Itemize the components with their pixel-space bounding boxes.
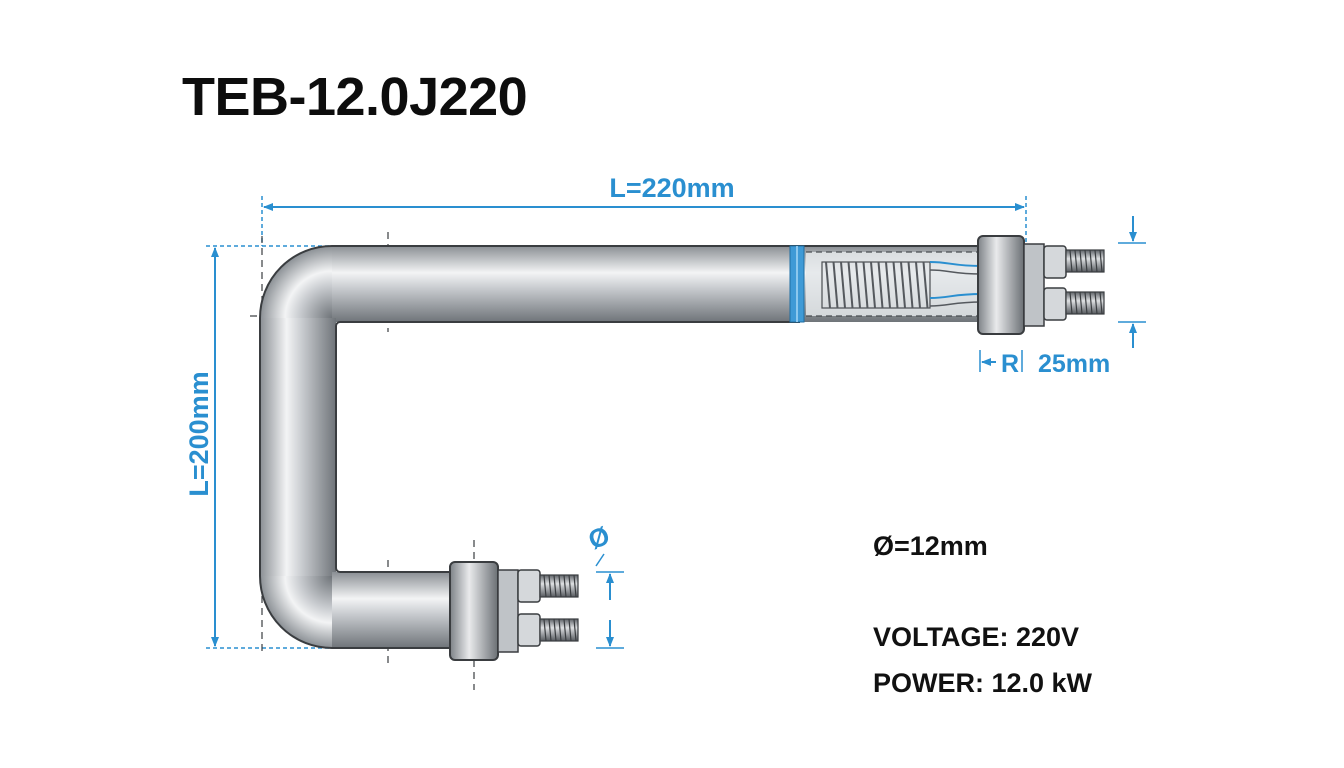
dimension-horizontal-length: L=220mm [261, 173, 1027, 246]
coil-turn [877, 261, 884, 309]
coil-turn [885, 261, 891, 309]
diameter-symbol-label: Ø [584, 520, 613, 555]
thread-ridge [1089, 249, 1093, 273]
page-title: TEB-12.0J220 [182, 67, 528, 127]
length-horizontal-label: L=220mm [609, 173, 734, 203]
resistance-coil-icon [789, 245, 983, 323]
thread-ridge [1079, 249, 1083, 273]
coil-turn [832, 261, 839, 309]
thread-ridge [1084, 249, 1088, 273]
dimension-radius: R 25mm [979, 350, 1110, 378]
thread-ridge [543, 574, 547, 598]
thread-ridge [558, 618, 562, 642]
mounting-flange-icon [977, 235, 1045, 335]
coil-turn [892, 261, 899, 309]
thread-ridge [1089, 291, 1093, 315]
thread-ridge [553, 574, 557, 598]
mounting-flange-icon [449, 561, 519, 661]
radius-value-label: 25mm [1038, 350, 1110, 378]
length-vertical-label: L=200mm [184, 371, 214, 496]
thread-ridge [1099, 291, 1103, 315]
thread-ridge [1079, 291, 1083, 315]
spec-power: POWER: 12.0 kW [873, 668, 1093, 698]
spec-voltage: VOLTAGE: 220V [873, 622, 1080, 652]
thread-ridge [1094, 291, 1098, 315]
thread-ridge [568, 574, 572, 598]
coil-turn [870, 261, 876, 309]
dimension-vertical-length: L=200mm [184, 245, 330, 649]
dimension-diameter: Ø [584, 520, 624, 649]
thread-ridge [543, 618, 547, 642]
threaded-terminal-icon [517, 569, 579, 647]
thread-ridge [563, 574, 567, 598]
thread-ridge [1069, 249, 1073, 273]
coil-turn [847, 261, 854, 309]
spec-diameter: Ø=12mm [873, 531, 988, 561]
coil-turn [907, 261, 914, 309]
thread-ridge [548, 574, 552, 598]
thread-ridge [558, 574, 562, 598]
thread-ridge [1069, 291, 1073, 315]
coil-turn [922, 261, 929, 309]
thread-ridge [563, 618, 567, 642]
coil-turn [862, 261, 869, 309]
thread-ridge [553, 618, 557, 642]
coil-turn [825, 261, 831, 309]
threaded-terminal-icon [1043, 245, 1105, 321]
thread-ridge [1084, 291, 1088, 315]
thread-ridge [1074, 291, 1078, 315]
coil-turn [855, 261, 861, 309]
thread-ridge [573, 574, 577, 598]
coil-turn [915, 261, 921, 309]
coil-turn [900, 261, 906, 309]
thread-ridge [573, 618, 577, 642]
dimension-terminal-spacing [1118, 216, 1146, 348]
thread-ridge [1099, 249, 1103, 273]
coil-turn [840, 261, 846, 309]
radius-symbol-label: R [1001, 350, 1019, 378]
thread-ridge [548, 618, 552, 642]
thread-ridge [1094, 249, 1098, 273]
thread-ridge [568, 618, 572, 642]
thread-ridge [1074, 249, 1078, 273]
